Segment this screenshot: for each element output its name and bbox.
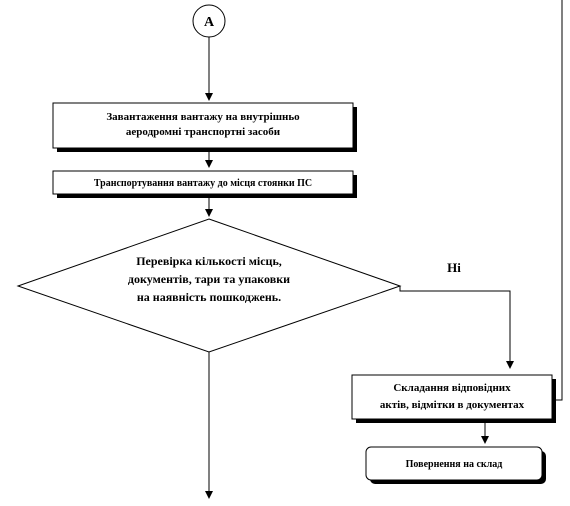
arrow-check-no-to-acts: [399, 286, 514, 369]
step-loading-line-2: аеродромні транспортні засоби: [126, 126, 281, 138]
step-acts-line-2: актів, відмітки в документах: [380, 399, 525, 411]
decision-check-line-2: документів, тари та упаковки: [128, 272, 290, 286]
connector-a: A: [192, 4, 226, 38]
step-acts-line-1: Складання відповідних: [393, 382, 511, 394]
step-transport-label: Транспортування вантажу до місця стоянки…: [94, 178, 312, 189]
decision-check: Перевірка кількості місць, документів, т…: [16, 218, 402, 353]
line-acts-return-up: [552, 0, 563, 401]
step-acts: Складання відповідних актів, відмітки в …: [351, 374, 556, 423]
decision-check-line-1: Перевірка кількості місць,: [136, 254, 282, 268]
step-loading-line-1: Завантаження вантажу на внутрішньо: [106, 111, 300, 123]
decision-check-line-3: на наявність пошкоджень.: [137, 290, 281, 304]
step-return-label: Повернення на склад: [406, 459, 503, 470]
branch-no-label: Ні: [447, 260, 461, 275]
step-transport: Транспортування вантажу до місця стоянки…: [52, 170, 357, 198]
step-loading: Завантаження вантажу на внутрішньо аерод…: [52, 102, 357, 152]
step-return-warehouse: Повернення на склад: [365, 446, 546, 484]
connector-label: A: [204, 15, 215, 30]
